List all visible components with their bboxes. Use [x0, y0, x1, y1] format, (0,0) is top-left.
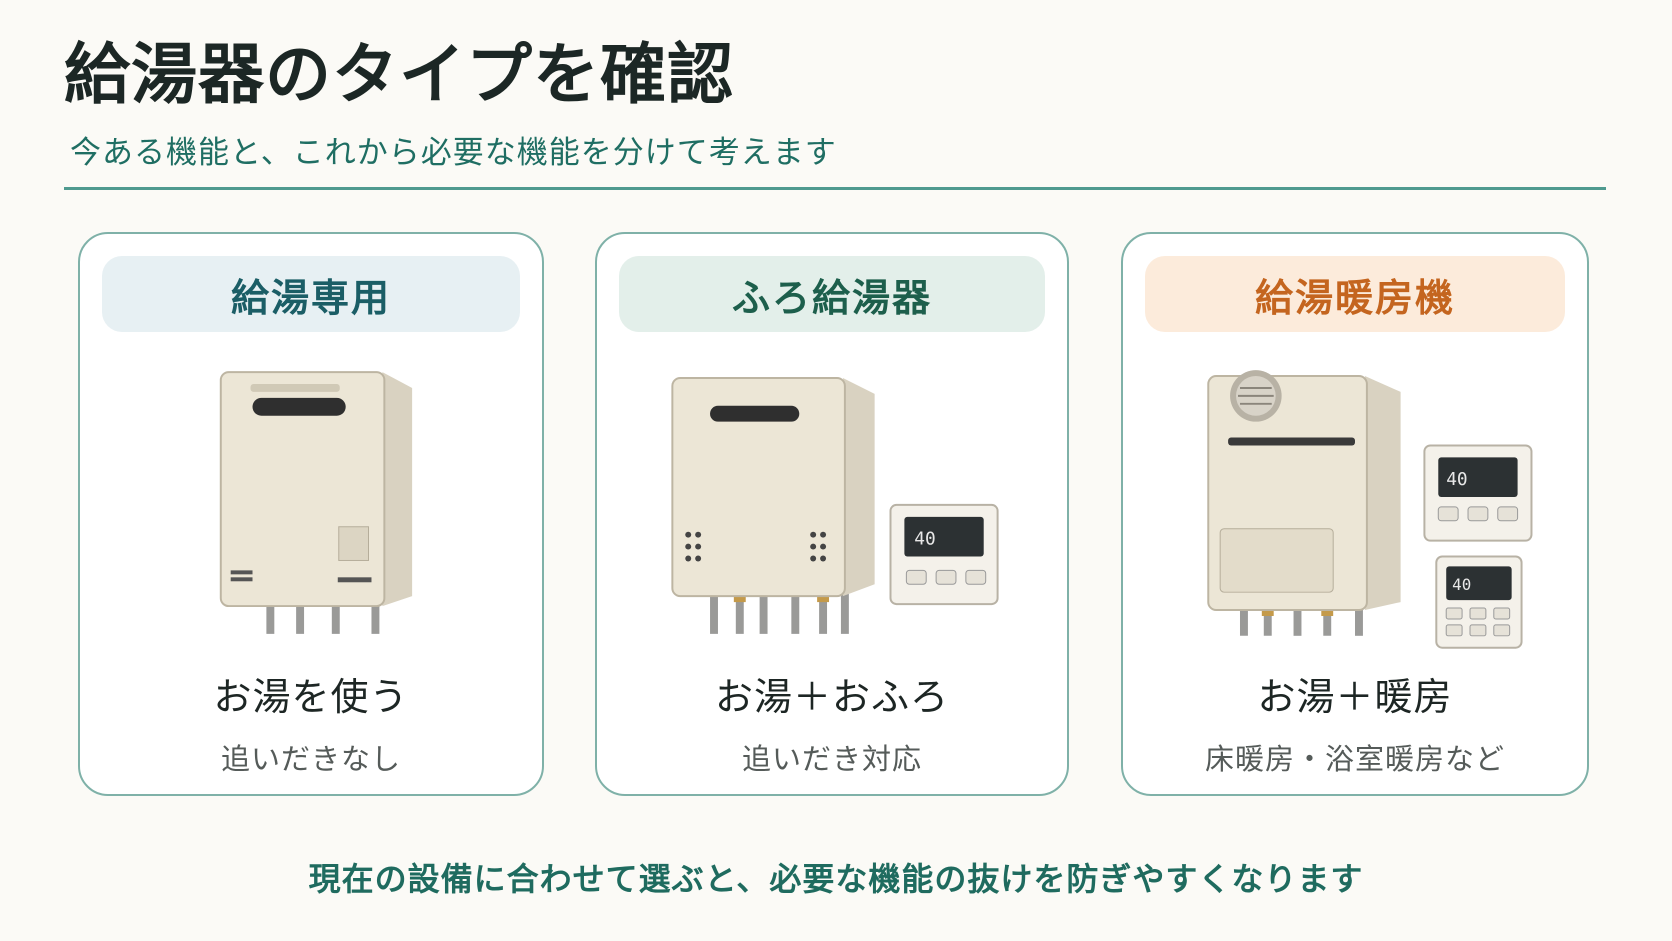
card-main-label: お湯＋おふろ: [714, 675, 949, 719]
page-subtitle: 今ある機能と、これから必要な機能を分けて考えます: [70, 135, 837, 171]
card-furo-kyutoki: ふろ給湯器 40: [595, 232, 1069, 796]
card-sub-label: 追いだき対応: [741, 742, 922, 776]
heating-remote-icon: 40: [1423, 444, 1533, 542]
card-sub-label: 床暖房・浴室暖房など: [1204, 742, 1505, 776]
card-header: 給湯専用: [102, 256, 520, 332]
svg-text:40: 40: [1452, 575, 1471, 594]
water-heater-icon: 40 40: [1207, 370, 1533, 649]
card-kyuto-senyo: 給湯専用 お湯を使う 追いだきなし: [78, 232, 544, 796]
water-heater-icon: [219, 371, 413, 634]
title-divider: [64, 187, 1606, 190]
card-main-label: お湯＋暖房: [1257, 675, 1453, 719]
footer-note: 現在の設備に合わせて選ぶと、必要な機能の抜けを防ぎやすくなります: [308, 860, 1364, 898]
page-title: 給湯器のタイプを確認: [64, 36, 734, 113]
card-header: 給湯暖房機: [1145, 256, 1565, 332]
card-sub-label: 追いだきなし: [220, 742, 401, 776]
bath-remote-icon: 40: [889, 503, 999, 606]
svg-text:40: 40: [1446, 469, 1467, 490]
water-heater-icon: 40: [671, 377, 999, 634]
card-header: ふろ給湯器: [619, 256, 1045, 332]
svg-text:40: 40: [914, 529, 935, 550]
card-main-label: お湯を使う: [213, 675, 409, 719]
card-kyuto-danboki: 給湯暖房機 40: [1121, 232, 1589, 796]
bath-remote-icon: 40: [1435, 555, 1523, 649]
